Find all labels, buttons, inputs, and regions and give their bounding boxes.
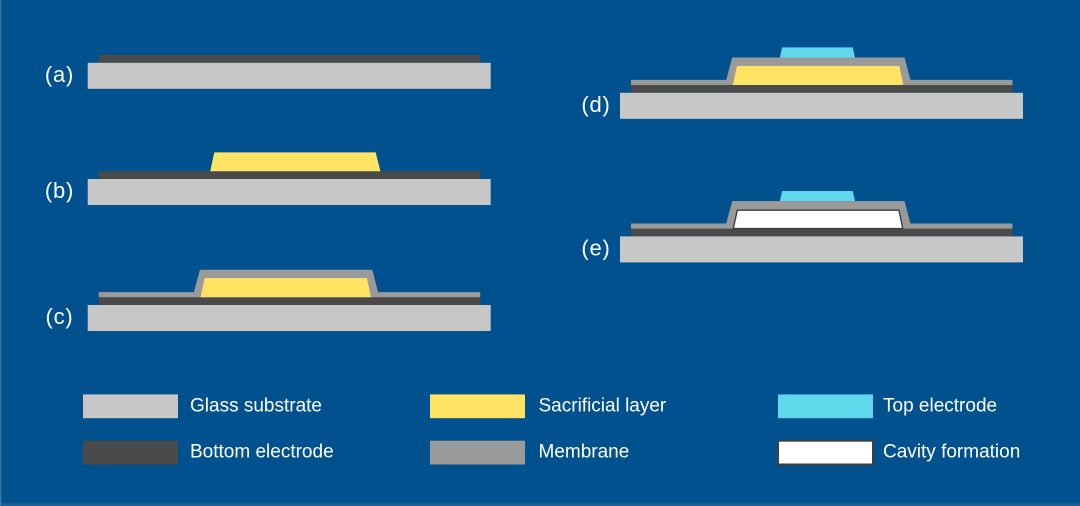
svg-text:Top electrode: Top electrode: [883, 395, 997, 416]
svg-text:(b): (b): [45, 178, 74, 203]
svg-text:(c): (c): [45, 304, 73, 329]
svg-text:(e): (e): [581, 235, 610, 260]
svg-text:Cavity formation: Cavity formation: [883, 442, 1020, 463]
svg-text:(d): (d): [581, 92, 610, 117]
svg-text:Bottom electrode: Bottom electrode: [190, 442, 334, 463]
svg-text:Membrane: Membrane: [539, 442, 630, 463]
svg-text:(a): (a): [45, 62, 74, 87]
svg-text:Sacrificial layer: Sacrificial layer: [539, 395, 667, 416]
svg-text:Glass substrate: Glass substrate: [190, 395, 322, 416]
